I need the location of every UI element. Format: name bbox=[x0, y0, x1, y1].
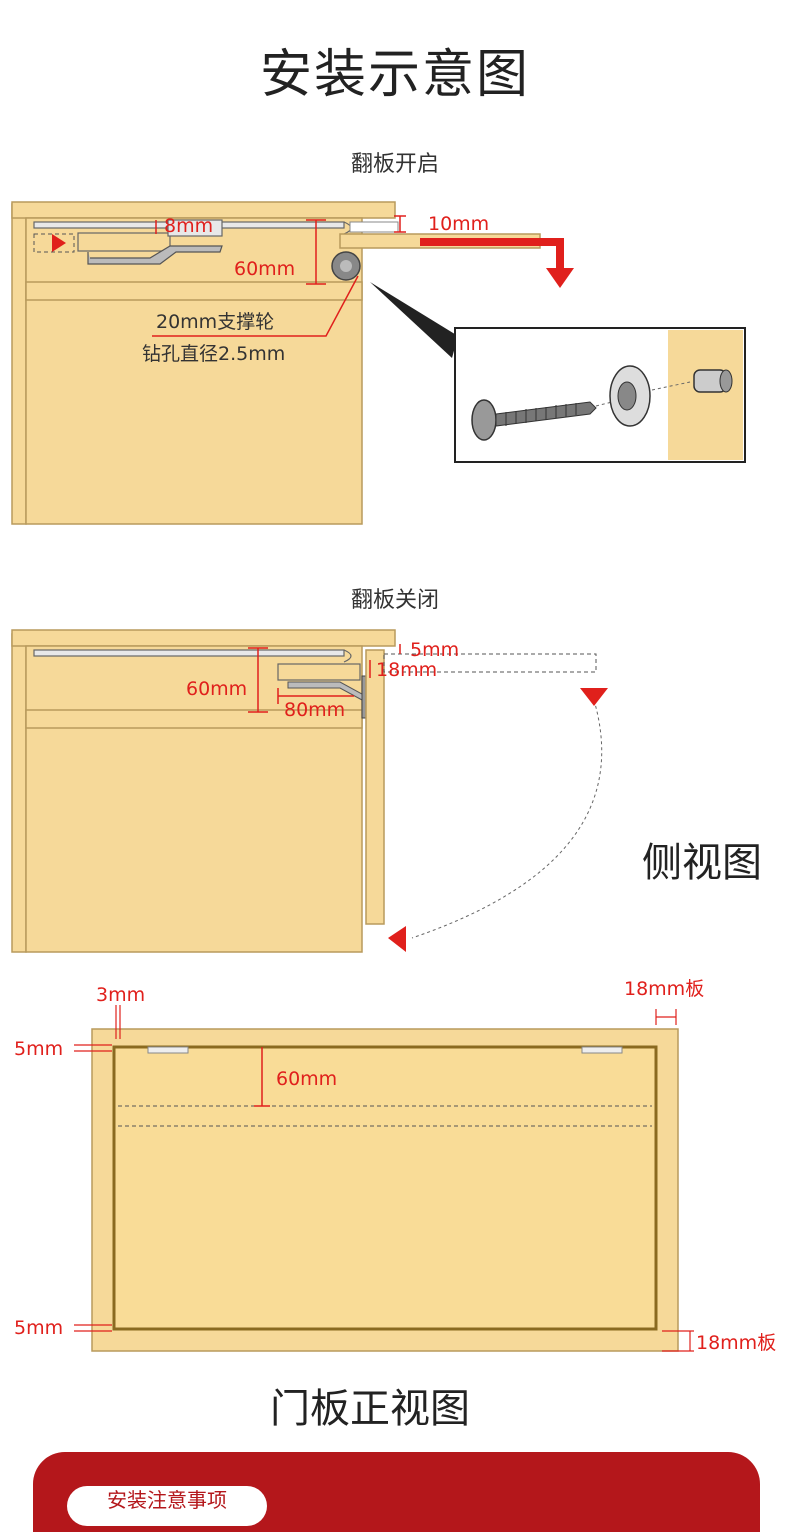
dim-5mm-top: 5mm bbox=[14, 1038, 63, 1060]
dim-80mm-closed: 80mm bbox=[284, 699, 345, 721]
front-view-diagram: 3mm 18mm板 5mm 60mm 5mm 18mm板 bbox=[14, 978, 776, 1354]
rotation-arc bbox=[411, 699, 603, 939]
closed-top-board bbox=[11, 629, 396, 647]
side-view-label: 侧视图 bbox=[642, 840, 762, 886]
open-direction-arrow bbox=[420, 238, 564, 270]
dim-18mm-closed: 18mm bbox=[376, 659, 437, 681]
closed-view-diagram: 5mm 18mm 60mm 80mm bbox=[11, 629, 608, 953]
dim-5mm-closed: 5mm bbox=[410, 639, 459, 661]
closed-view-title: 翻板关闭 bbox=[350, 588, 439, 613]
hinge-slider bbox=[167, 219, 223, 237]
closed-cabinet-body bbox=[25, 645, 363, 953]
hinge-arm bbox=[87, 245, 223, 265]
dim-8mm: 8mm bbox=[164, 215, 213, 237]
dim-18mm-board-top: 18mm板 bbox=[624, 978, 704, 1000]
cabinet-shelf bbox=[25, 281, 363, 301]
dim-60mm-front: 60mm bbox=[276, 1068, 337, 1090]
screw-head bbox=[471, 399, 497, 441]
dim-18mm-board-bottom: 18mm板 bbox=[696, 1332, 776, 1354]
page-title: 安装示意图 bbox=[259, 45, 530, 105]
callout-wedge bbox=[370, 282, 458, 358]
panel-dashed-outline bbox=[33, 233, 75, 253]
dim-3mm: 3mm bbox=[96, 984, 145, 1006]
rotation-arrow-top bbox=[580, 688, 608, 706]
door-panel-inner bbox=[112, 1045, 658, 1331]
hinge-bracket bbox=[77, 232, 171, 252]
front-board-closed bbox=[365, 649, 385, 925]
drill-label: 钻孔直径2.5mm bbox=[142, 343, 285, 365]
dim-5mm-bottom: 5mm bbox=[14, 1317, 63, 1339]
roller-leader-line bbox=[152, 275, 359, 337]
open-view-diagram: 8mm 10mm 60mm 20mm支撑轮 钻孔直径2.5mm bbox=[11, 201, 746, 525]
cabinet-side-panel bbox=[11, 203, 27, 525]
front-view-label: 门板正视图 bbox=[270, 1386, 470, 1432]
open-view-title: 翻板开启 bbox=[350, 152, 439, 177]
roller-label: 20mm支撑轮 bbox=[156, 311, 274, 333]
notice-panel: 安装注意事项 bbox=[33, 1452, 760, 1532]
dim-60mm-closed: 60mm bbox=[186, 678, 247, 700]
dim-10mm: 10mm bbox=[428, 213, 489, 235]
dim-60mm-open: 60mm bbox=[234, 258, 295, 280]
notice-label: 安装注意事项 bbox=[67, 1486, 267, 1526]
flap-dashed-position bbox=[383, 653, 597, 673]
cabinet-body bbox=[25, 217, 363, 525]
push-arrow bbox=[52, 234, 66, 252]
rotation-arrow-bottom bbox=[388, 926, 406, 952]
